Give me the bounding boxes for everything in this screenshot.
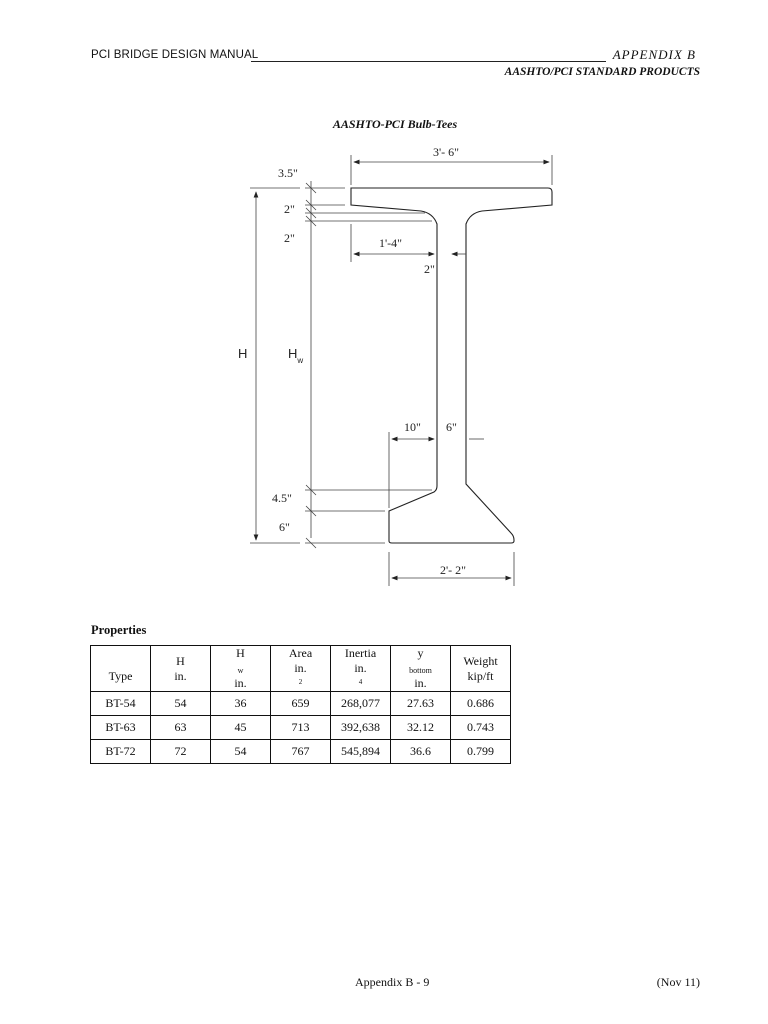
- cell-hw: 45: [210, 715, 271, 740]
- dim-height: H: [238, 346, 247, 361]
- cell-type: BT-72: [90, 739, 151, 764]
- cell-area: 767: [270, 739, 331, 764]
- cell-type: BT-54: [90, 691, 151, 716]
- cell-h: 72: [150, 739, 211, 764]
- table-row: BT-72 72 54 767 545,894 36.6 0.799: [90, 739, 511, 764]
- dim-bottom-width: 2'- 2": [440, 563, 466, 577]
- bulb-tee-cross-section-drawing: 3'- 6" 3.5" 2" 2" 1'-4" 2" H Hw 10" 6" 4…: [238, 145, 553, 586]
- properties-heading: Properties: [91, 623, 147, 637]
- cell-ybottom: 36.6: [390, 739, 451, 764]
- dim-top-width: 3'- 6": [433, 145, 459, 159]
- girder-outline: [350, 187, 553, 544]
- dim-bottom-overhang: 10": [404, 420, 421, 434]
- col-header-type: Type: [90, 645, 151, 692]
- table-row: BT-54 54 36 659 268,077 27.63 0.686: [90, 691, 511, 716]
- cell-inertia: 392,638: [330, 715, 391, 740]
- figure-title: AASHTO-PCI Bulb-Tees: [332, 117, 458, 131]
- cell-area: 713: [270, 715, 331, 740]
- cell-weight: 0.799: [450, 739, 511, 764]
- page-number: Appendix B - 9: [355, 975, 430, 989]
- cell-ybottom: 27.63: [390, 691, 451, 716]
- cell-h: 63: [150, 715, 211, 740]
- section-subtitle: AASHTO/PCI STANDARD PRODUCTS: [504, 66, 700, 78]
- dim-web-height: Hw: [288, 346, 303, 365]
- cell-weight: 0.743: [450, 715, 511, 740]
- cell-type: BT-63: [90, 715, 151, 740]
- dim-web-thickness: 6": [446, 420, 457, 434]
- dim-bottom-taper: 4.5": [272, 491, 292, 505]
- cell-ybottom: 32.12: [390, 715, 451, 740]
- cell-h: 54: [150, 691, 211, 716]
- header-rule: [251, 61, 606, 62]
- dim-taper-2: 2": [284, 231, 295, 245]
- dim-bottom-thickness: 6": [279, 520, 290, 534]
- dim-flange-thickness: 3.5": [278, 166, 298, 180]
- cell-hw: 36: [210, 691, 271, 716]
- table-row: BT-63 63 45 713 392,638 32.12 0.743: [90, 715, 511, 740]
- cell-hw: 54: [210, 739, 271, 764]
- cell-inertia: 268,077: [330, 691, 391, 716]
- dim-fillet: 2": [424, 262, 435, 276]
- running-header-title: PCI BRIDGE DESIGN MANUAL: [91, 49, 259, 61]
- cell-area: 659: [270, 691, 331, 716]
- cell-weight: 0.686: [450, 691, 511, 716]
- dim-taper-1: 2": [284, 202, 295, 216]
- cell-inertia: 545,894: [330, 739, 391, 764]
- revision-date: (Nov 11): [656, 975, 700, 989]
- dim-flange-overhang: 1'-4": [379, 236, 402, 250]
- appendix-label: APPENDIX B: [612, 47, 696, 62]
